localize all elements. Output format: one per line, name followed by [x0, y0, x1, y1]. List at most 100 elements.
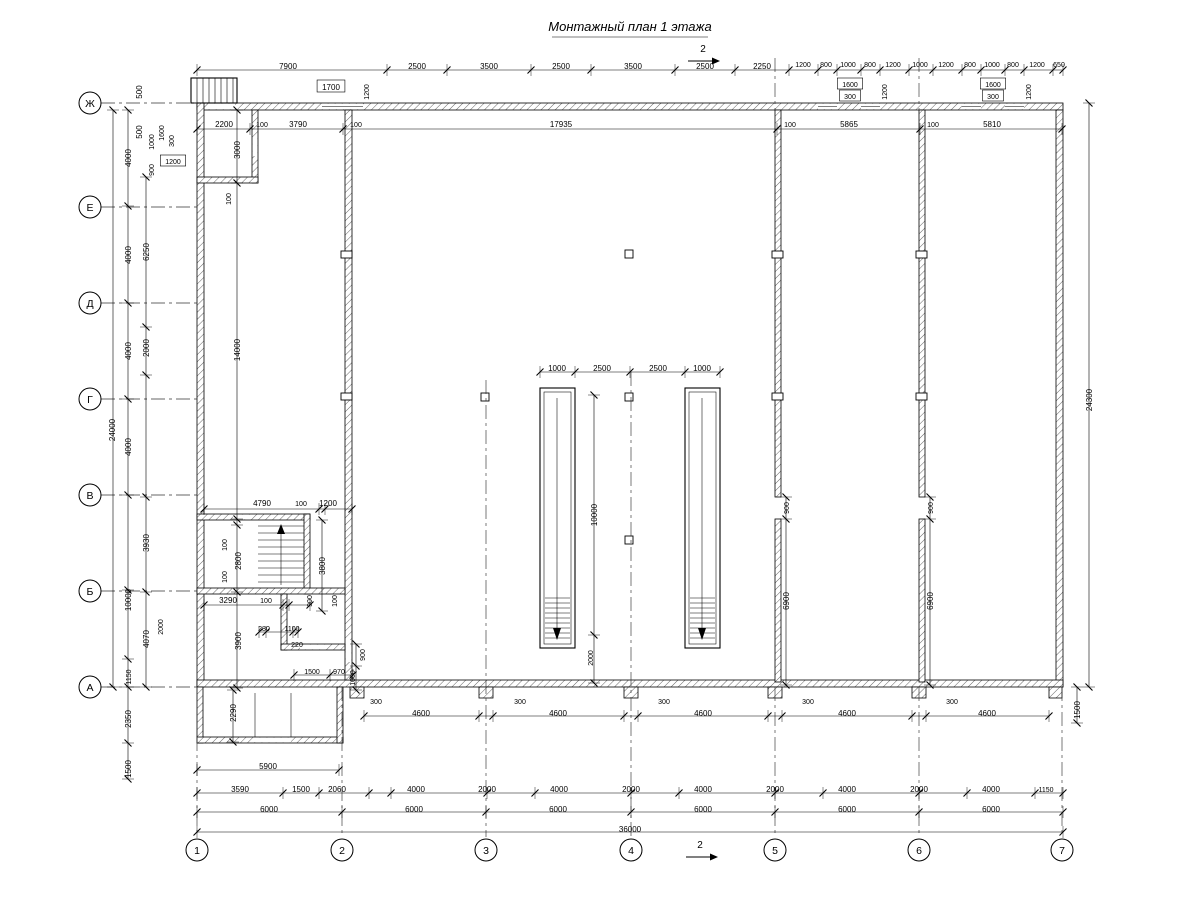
dim-tick [193, 125, 201, 133]
dim-label: 5865 [840, 120, 858, 129]
dim-tick [926, 493, 934, 501]
dim-tick [338, 808, 346, 816]
dim-tick [200, 601, 208, 609]
axis-col-circle [1050, 838, 1074, 862]
dim-tick [778, 712, 786, 720]
axis-col-circle [474, 838, 498, 862]
dim-label: 6000 [260, 805, 278, 814]
dim-label: 1600 [985, 82, 1001, 89]
dim-tick [915, 808, 923, 816]
dim-tick [339, 125, 347, 133]
axis-col-label: 6 [916, 845, 922, 857]
dim-tick [352, 686, 360, 694]
dim-tick [731, 66, 739, 74]
main-stair [258, 524, 304, 585]
dim-label: 17935 [550, 120, 573, 129]
dim-label: 1500 [292, 785, 310, 794]
dim-label: 1200 [795, 62, 811, 69]
dim-tick [782, 493, 790, 501]
dim-tick [620, 712, 628, 720]
dim-label: 5900 [259, 762, 277, 771]
dim-label: 3290 [219, 596, 237, 605]
dim-tick [124, 775, 132, 783]
dim-tick [1001, 66, 1009, 74]
dim-tick [675, 789, 683, 797]
dim-label: 1200 [938, 62, 954, 69]
axis-row-circle [78, 195, 102, 219]
dim-label-box [837, 77, 863, 90]
section-mark-label: 2 [700, 44, 706, 55]
dim-label: 220 [291, 642, 303, 649]
dim-label: 1000 [840, 62, 856, 69]
dim-tick [590, 391, 598, 399]
axis-col-circle [330, 838, 354, 862]
dim-tick [681, 368, 689, 376]
dim-label: 100 [350, 122, 362, 129]
dim-label: 4600 [694, 709, 712, 718]
dim-label: 1500 [1073, 701, 1082, 719]
dim-tick [326, 671, 334, 679]
dim-tick [233, 106, 241, 114]
axis-col-label: 4 [628, 845, 634, 857]
axis-row-circle [78, 483, 102, 507]
dim-tick [590, 631, 598, 639]
axis-col-label: 5 [772, 845, 778, 857]
dim-tick [916, 125, 924, 133]
stair-direction-arrow [277, 524, 285, 534]
dim-tick [200, 505, 208, 513]
dim-label: 970 [333, 669, 345, 676]
dim-label: 2200 [215, 120, 233, 129]
dim-label: 14000 [233, 338, 242, 361]
dim-label: 300 [514, 699, 526, 706]
dim-label: 300 [987, 94, 999, 101]
dim-tick [233, 588, 241, 596]
dim-tick [321, 505, 329, 513]
dim-tick [290, 671, 298, 679]
dim-label: 100 [222, 571, 229, 583]
dim-tick [922, 712, 930, 720]
dim-tick [233, 684, 241, 692]
dim-label: 900 [149, 164, 156, 176]
dim-label: 2060 [328, 785, 346, 794]
ramp-direction-arrow [698, 628, 706, 640]
dim-label: 4790 [253, 499, 271, 508]
dim-label: 24000 [108, 418, 117, 441]
dim-label: 24300 [1085, 388, 1094, 411]
dim-label: 2000 [766, 785, 784, 794]
dim-label: 2000 [142, 339, 151, 357]
dim-label: 4000 [124, 342, 133, 360]
dim-label: 4600 [978, 709, 996, 718]
dim-tick [833, 66, 841, 74]
dim-tick [124, 739, 132, 747]
dim-label: 100 [927, 122, 939, 129]
dim-tick [785, 66, 793, 74]
dim-tick [771, 808, 779, 816]
dim-label: 7900 [279, 62, 297, 71]
dim-label: 100 [222, 539, 229, 551]
dim-label: 500 [135, 85, 144, 99]
dim-label: 6250 [142, 243, 151, 261]
dim-label: 300 [370, 699, 382, 706]
axis-row-label: Д [86, 298, 93, 310]
dim-label: 1200 [364, 84, 371, 100]
dim-tick [285, 601, 293, 609]
dim-label: 36000 [619, 825, 642, 834]
axis-row-label: Е [86, 202, 93, 214]
dim-label: 800 [864, 62, 876, 69]
dim-label: 800 [1007, 62, 1019, 69]
dim-tick [926, 515, 934, 523]
dim-label: 1150 [1038, 787, 1053, 794]
dim-label: 6000 [838, 805, 856, 814]
dim-label: 2000 [622, 785, 640, 794]
dim-label: 2500 [649, 364, 667, 373]
vestibule-partitions [254, 693, 292, 737]
dim-tick [627, 808, 635, 816]
dim-label: 1200 [1026, 84, 1033, 100]
dim-label-box [839, 89, 861, 102]
dim-label: 4600 [412, 709, 430, 718]
dim-tick [475, 712, 483, 720]
dim-tick [1058, 125, 1066, 133]
dim-label-box [982, 89, 1004, 102]
